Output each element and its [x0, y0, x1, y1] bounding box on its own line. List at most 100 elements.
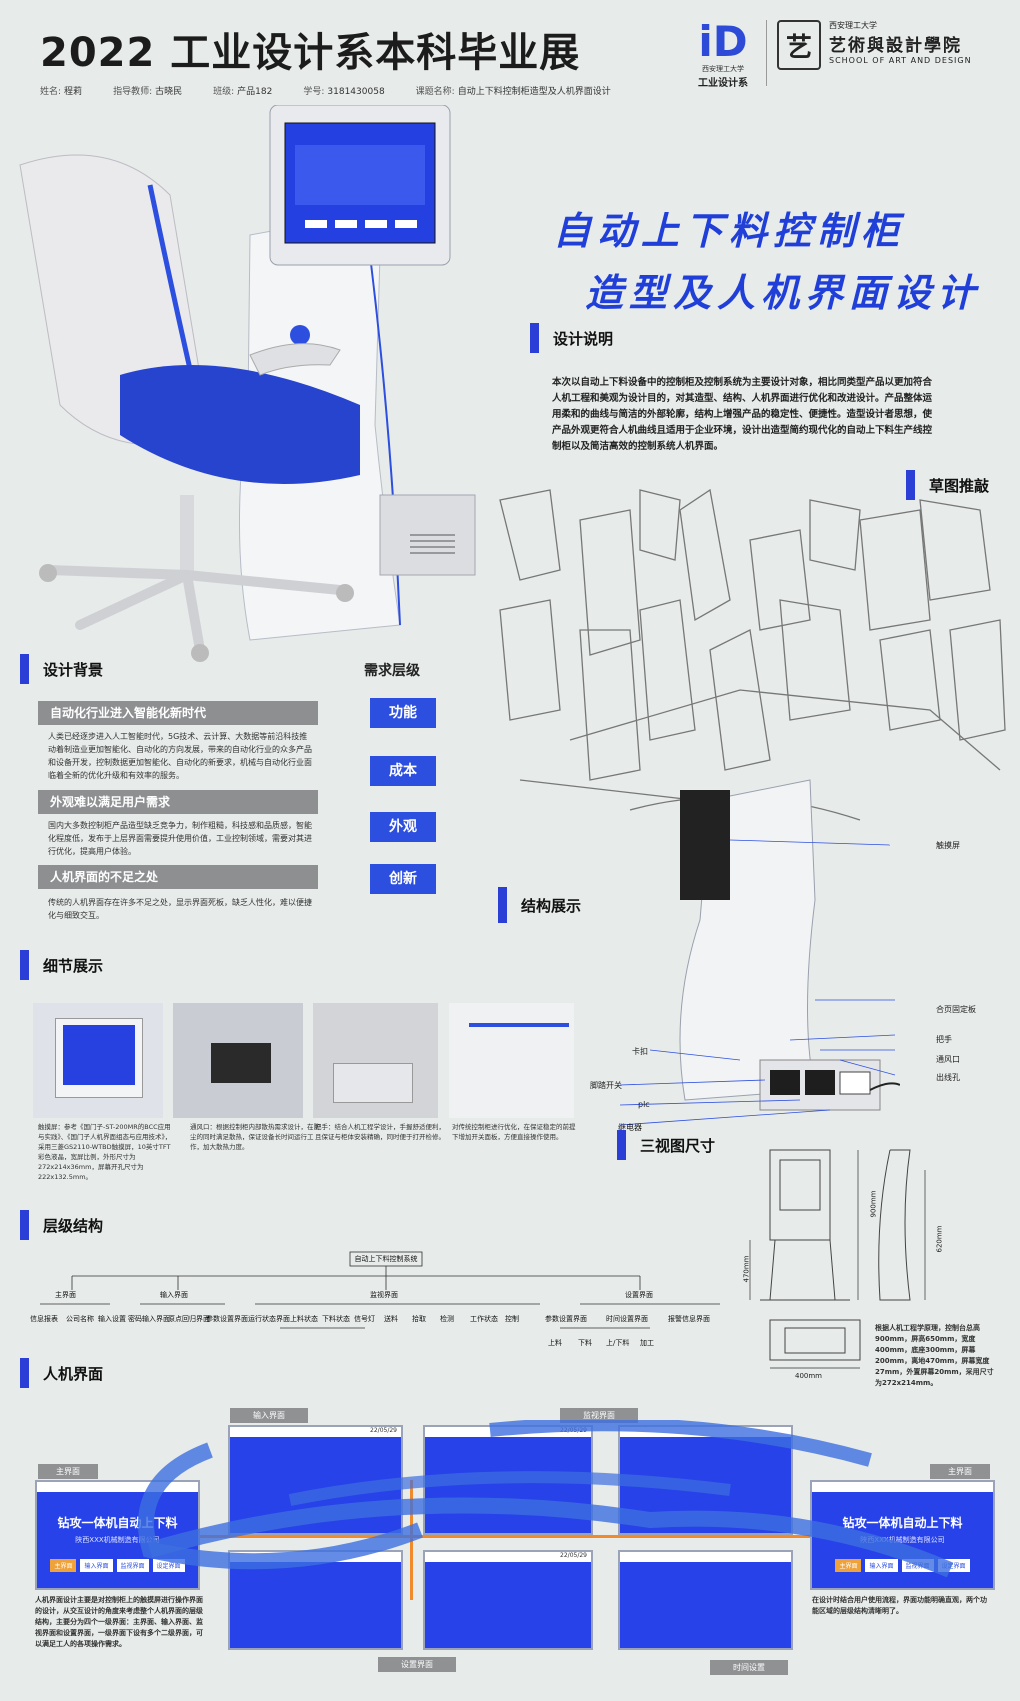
- detail-image-vent: [173, 1003, 303, 1118]
- hmi-right-caption: 在设计时结合用户使用流程，界面功能明确直观，两个功能区域的层级结构清晰明了。: [812, 1596, 987, 1615]
- hmi-heading: 人机界面: [20, 1358, 103, 1388]
- meta-label: 姓名:: [40, 87, 62, 97]
- id-logo-mark: iD: [698, 17, 748, 66]
- structure-leader-lines: [619, 839, 896, 1126]
- hmi-screen-topbar: [620, 1552, 791, 1562]
- background-item-head: 外观难以满足用户需求: [38, 790, 318, 814]
- hmi-main-btn[interactable]: 主界面: [835, 1559, 862, 1572]
- background-heading: 设计背景: [20, 654, 103, 684]
- hierarchy-l1: 输入界面: [160, 1291, 188, 1299]
- hierarchy-l2: 报警信息界面: [668, 1315, 710, 1323]
- dim-width: 400mm: [795, 1372, 822, 1380]
- label-relay: 继电器: [618, 1123, 642, 1132]
- hmi-screen-topbar: [812, 1482, 993, 1492]
- hmi-main-btn[interactable]: 输入界面: [80, 1559, 113, 1572]
- hierarchy-tree: 自动上下料控制系统 主界面 输入界面 监视界面 设置界面 信息报表 公司名称 输…: [0, 1250, 760, 1360]
- hierarchy-l2: 控制: [505, 1315, 519, 1323]
- meta-label: 班级:: [213, 87, 235, 97]
- detail-image-screen: [33, 1003, 163, 1118]
- school-cn: 艺術與設計學院: [829, 36, 962, 56]
- meta-label: 指导教师:: [113, 87, 153, 97]
- id-logo-sub1: 西安理工大学: [702, 65, 744, 73]
- chair-base: [45, 565, 345, 655]
- chair-stem: [180, 495, 194, 575]
- hierarchy-l2: 信号灯: [354, 1315, 375, 1323]
- blue-brush-strokes: [138, 1420, 954, 1578]
- detail-image-handle: [313, 1003, 438, 1118]
- label-hinge-plate: 合页固定板: [936, 1005, 976, 1014]
- background-item-text: 国内大多数控制柜产品造型缺乏竞争力，制作粗糙，科技感和品质感，智能化程度低，发布…: [48, 821, 312, 856]
- brush-stroke: [288, 1471, 731, 1506]
- background-item-head: 人机界面的不足之处: [38, 865, 318, 889]
- label-handle: 把手: [936, 1035, 952, 1044]
- heading-bar: [20, 950, 29, 980]
- hmi-main-btn[interactable]: 主界面: [50, 1559, 77, 1572]
- meta-value: 自动上下料控制柜造型及人机界面设计: [457, 87, 611, 97]
- logo-divider: [766, 20, 767, 86]
- hierarchy-l2: 公司名称: [66, 1315, 94, 1323]
- detail-handle-box: [333, 1063, 413, 1103]
- hierarchy-l2: 参数设置界面: [545, 1315, 587, 1323]
- needs-heading: 需求层级: [364, 663, 420, 679]
- label-plc: plc: [638, 1100, 650, 1109]
- label-cable-hole: 出线孔: [936, 1073, 960, 1082]
- structure-plc: [839, 1071, 871, 1095]
- detail-heading: 细节展示: [20, 950, 103, 980]
- id-logo-sub2: 工业设计系: [698, 78, 748, 89]
- need-innovation: 创新: [370, 864, 436, 894]
- hierarchy-l2: 拾取: [412, 1315, 426, 1323]
- heading-text: 层级结构: [43, 1216, 104, 1235]
- structure-screen-side: [680, 790, 730, 900]
- hierarchy-l2: 输入设置: [98, 1315, 126, 1323]
- main-title-line1: 自动上下料控制柜: [553, 208, 906, 253]
- brush-stroke: [489, 1420, 872, 1467]
- hierarchy-l2: 送料: [384, 1315, 398, 1323]
- meta-label: 课题名称:: [415, 87, 455, 97]
- chair-armrest: [249, 343, 341, 376]
- hmi-settings-screen: 22/05/29: [423, 1550, 593, 1650]
- hmi-main-btn[interactable]: 监视界面: [116, 1559, 149, 1572]
- school-name: 西安理工大学 艺術與設計學院 SCHOOL OF ART AND DESIGN: [829, 20, 972, 65]
- hierarchy-l3: 下料: [578, 1339, 592, 1347]
- hmi-label-settings: 设置界面: [378, 1657, 456, 1672]
- meta-id: 学号:3181430058: [303, 84, 387, 97]
- detail-image-button: [449, 1003, 574, 1118]
- three-view-lines: [760, 1149, 911, 1361]
- detail-caption: 对传统控制柜进行优化，在保证稳定的前提下增加开关面板，方便直接操作使用。: [452, 1123, 576, 1141]
- hierarchy-l1: 监视界面: [370, 1291, 398, 1299]
- heading-bar: [498, 887, 507, 923]
- hmi-time-screen: [618, 1550, 793, 1650]
- vent-grill: [410, 534, 455, 554]
- main-title-line2: 造型及人机界面设计: [585, 270, 982, 315]
- hierarchy-l1: 主界面: [55, 1291, 76, 1299]
- hierarchy-lines: [40, 1251, 720, 1329]
- label-clasp: 卡扣: [632, 1047, 648, 1056]
- hmi-main-screen: 钻攻一体机自动上下料 陕西XXX机械制造有限公司 主界面 输入界面 监视界面 设…: [35, 1480, 200, 1590]
- heading-text: 细节展示: [43, 956, 104, 975]
- hmi-label-time: 时间设置: [710, 1660, 788, 1675]
- hmi-label-main: 主界面: [38, 1464, 98, 1479]
- heading-bar: [906, 470, 915, 500]
- need-appearance: 外观: [370, 812, 436, 842]
- heading-text: 结构展示: [521, 896, 582, 915]
- hmi-main-sub: 陕西XXX机械制造有限公司: [75, 1536, 160, 1544]
- heading-text: 人机界面: [43, 1364, 104, 1383]
- detail-caption: 通风口：根据控制柜内部散热需求设计，在防尘的同时满足散热，保证设备长时间运行工作…: [190, 1123, 320, 1151]
- kiosk-screen-btn: [335, 220, 357, 228]
- detail-vent-components: [211, 1043, 271, 1083]
- hmi-main-sub: 陕西XXX机械制造有限公司: [860, 1536, 945, 1544]
- chair-wheel: [191, 644, 209, 662]
- meta-teacher: 指导教师:古晓民: [113, 84, 185, 97]
- three-view-heading: 三视图尺寸: [617, 1130, 715, 1160]
- heading-bar: [20, 1210, 29, 1240]
- hierarchy-l2: 检测: [440, 1315, 454, 1323]
- heading-bar: [20, 654, 29, 684]
- need-function: 功能: [370, 698, 436, 728]
- heading-bar: [617, 1130, 626, 1160]
- meta-value: 产品182: [237, 87, 273, 97]
- hmi-main-btns: 主界面 输入界面 监视界面 设定界面: [37, 1559, 198, 1572]
- meta-label: 学号:: [303, 87, 325, 97]
- hmi-main-btn[interactable]: 输入界面: [865, 1559, 898, 1572]
- structure-heading: 结构展示: [498, 887, 581, 923]
- school-cn-small: 西安理工大学: [829, 21, 877, 30]
